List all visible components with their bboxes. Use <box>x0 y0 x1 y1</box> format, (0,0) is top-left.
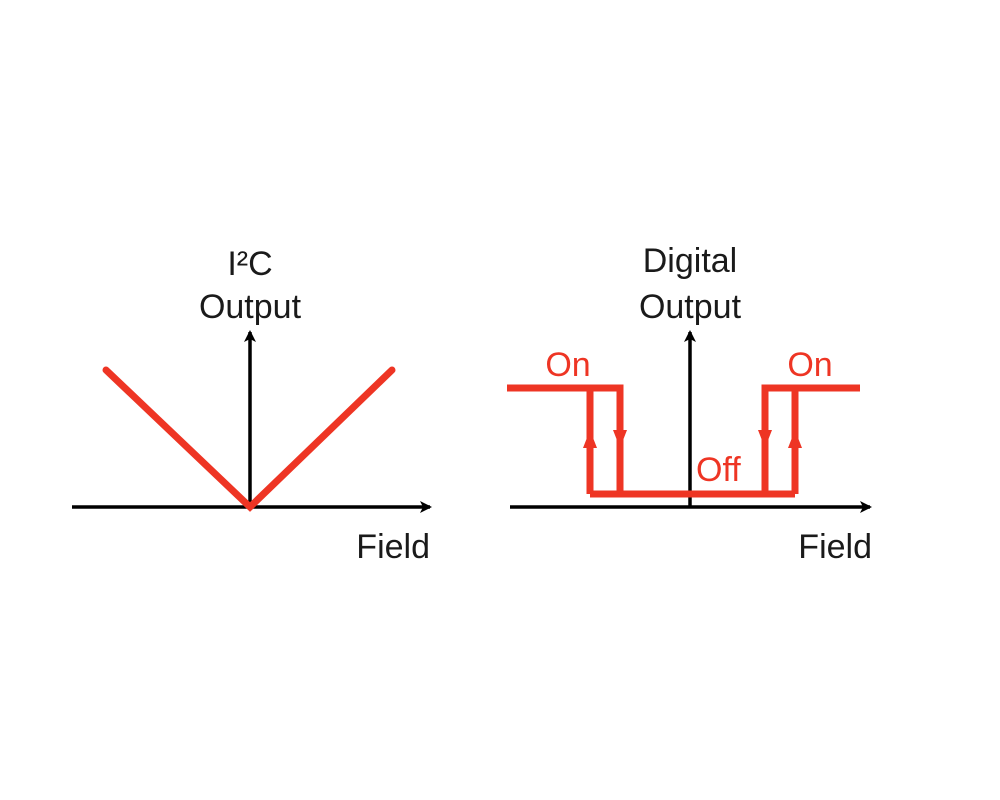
state-off: Off <box>696 451 741 489</box>
state-on-right: On <box>787 346 832 384</box>
right-y-label-line1: Digital <box>643 242 737 280</box>
right-x-label: Field <box>798 528 872 566</box>
arrow-up-left-icon <box>583 430 597 448</box>
left-y-label-line1: I²C <box>227 245 272 283</box>
left-v-curve <box>102 366 396 512</box>
right-y-label-line2: Output <box>639 288 742 326</box>
arrow-up-right-icon <box>788 430 802 448</box>
right-panel: Digital Output Field On On Off <box>507 242 872 566</box>
arrow-down-right-icon <box>758 430 772 448</box>
arrow-down-left-icon <box>613 430 627 448</box>
right-hysteresis-curve <box>507 384 860 498</box>
left-x-label: Field <box>356 528 430 566</box>
state-on-left: On <box>545 346 590 384</box>
left-y-label-line2: Output <box>199 288 302 326</box>
left-panel: I²C Output Field <box>72 245 432 566</box>
